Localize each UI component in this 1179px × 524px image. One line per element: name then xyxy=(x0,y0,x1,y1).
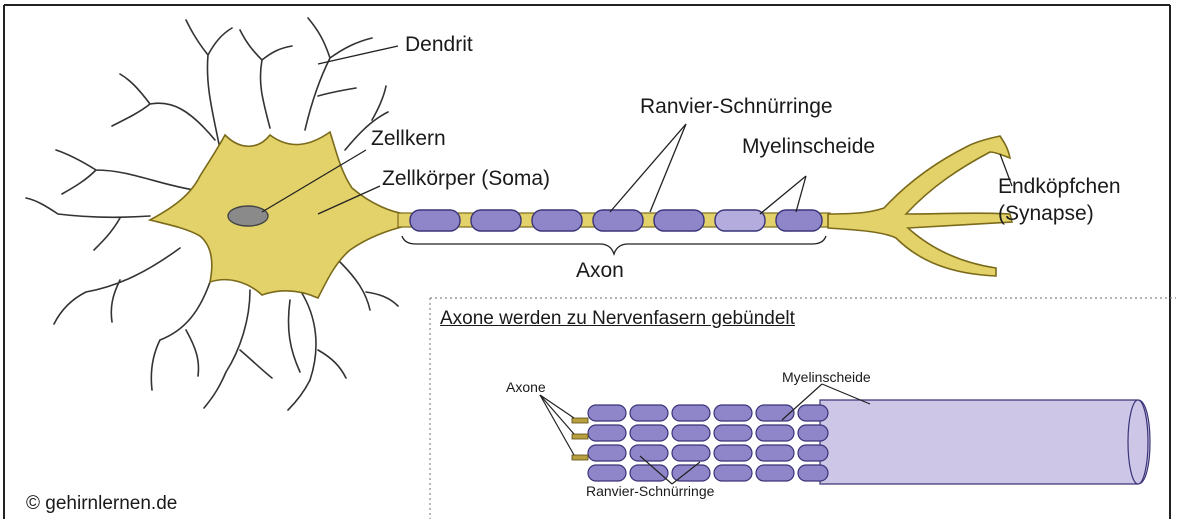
copyright: © gehirnlernen.de xyxy=(26,494,177,513)
label-dendrit: Dendrit xyxy=(405,34,473,55)
label-axon: Axon xyxy=(576,260,624,281)
inset-label-ranvier: Ranvier-Schnürringe xyxy=(586,484,714,498)
axon-bracket xyxy=(402,236,826,254)
inset-label-axone: Axone xyxy=(506,380,546,394)
label-myelinscheide: Myelinscheide xyxy=(742,136,875,157)
inset-title: Axone werden zu Nervenfasern gebündelt xyxy=(440,309,795,328)
label-synapse: (Synapse) xyxy=(998,203,1094,224)
soma xyxy=(150,132,405,298)
label-endkoepfchen: Endköpfchen xyxy=(998,176,1121,197)
label-zellkern: Zellkern xyxy=(371,128,446,149)
nucleus xyxy=(228,206,268,226)
label-ranvier: Ranvier-Schnürringe xyxy=(640,96,833,117)
label-zellkoerper: Zellkörper (Soma) xyxy=(382,168,550,189)
inset-label-myelinscheide: Myelinscheide xyxy=(782,370,871,384)
nerve-fiber xyxy=(572,400,1150,484)
